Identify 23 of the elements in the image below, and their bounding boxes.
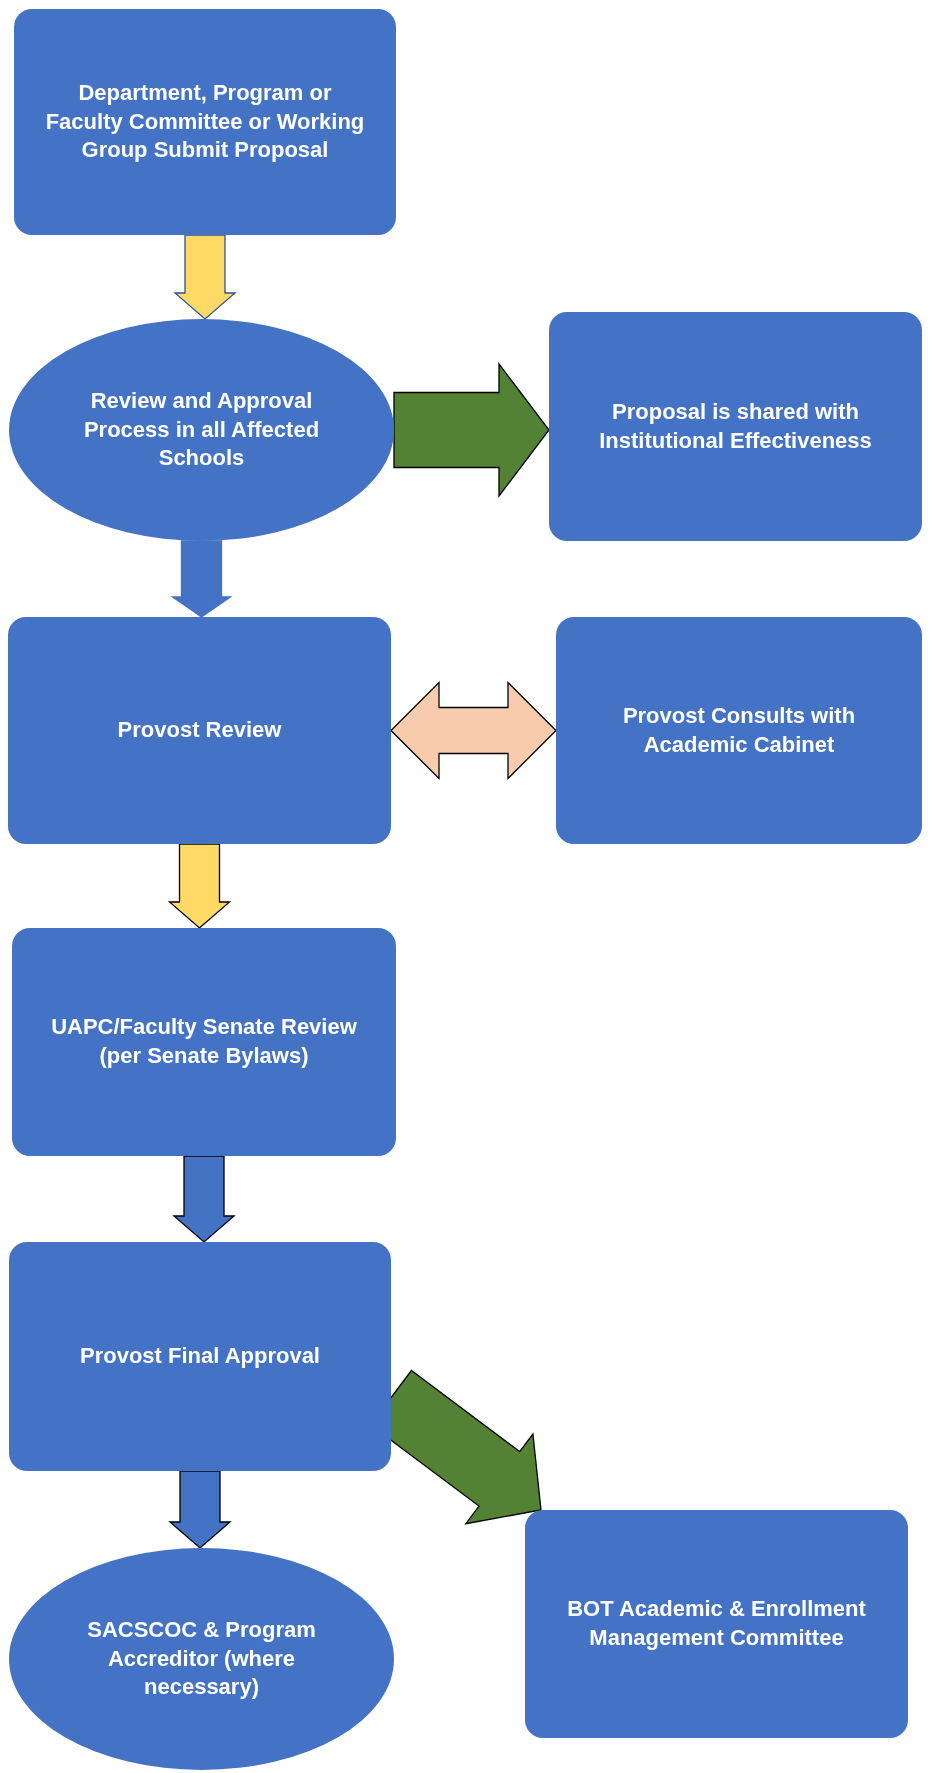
node-label: Proposal is shared with Institutional Effectiveness [598, 397, 873, 455]
block-arrow [168, 1470, 232, 1549]
process-box [549, 312, 922, 541]
node-label: UAPC/Faculty Senate Review (per Senate Bylaws) [50, 1013, 358, 1070]
block-arrow [167, 843, 232, 929]
block-arrow [393, 362, 550, 498]
node-label: Provost Consults with Academic Cabinet [621, 701, 857, 759]
node-label: BOT Academic & Enrollment Management Committee [566, 1595, 867, 1652]
block-arrow [173, 234, 237, 320]
process-box [8, 617, 391, 844]
node-label: Review and Approval Process in all Affected Schools [82, 387, 321, 473]
node-label: Provost Review [117, 716, 282, 745]
block-arrow [172, 1155, 236, 1243]
process-box [556, 617, 922, 844]
process-box [14, 9, 396, 235]
node-label: Provost Final Approval [80, 1342, 320, 1371]
node-label: SACSCOC & Program Accreditor (where necessary) [86, 1616, 317, 1702]
process-box [525, 1510, 908, 1738]
process-box [9, 1242, 391, 1471]
block-arrow [390, 680, 557, 781]
node-label: Department, Program or Faculty Committee or Working Group Submit Proposal [44, 79, 366, 165]
block-arrow [170, 540, 233, 618]
process-box [12, 928, 396, 1156]
